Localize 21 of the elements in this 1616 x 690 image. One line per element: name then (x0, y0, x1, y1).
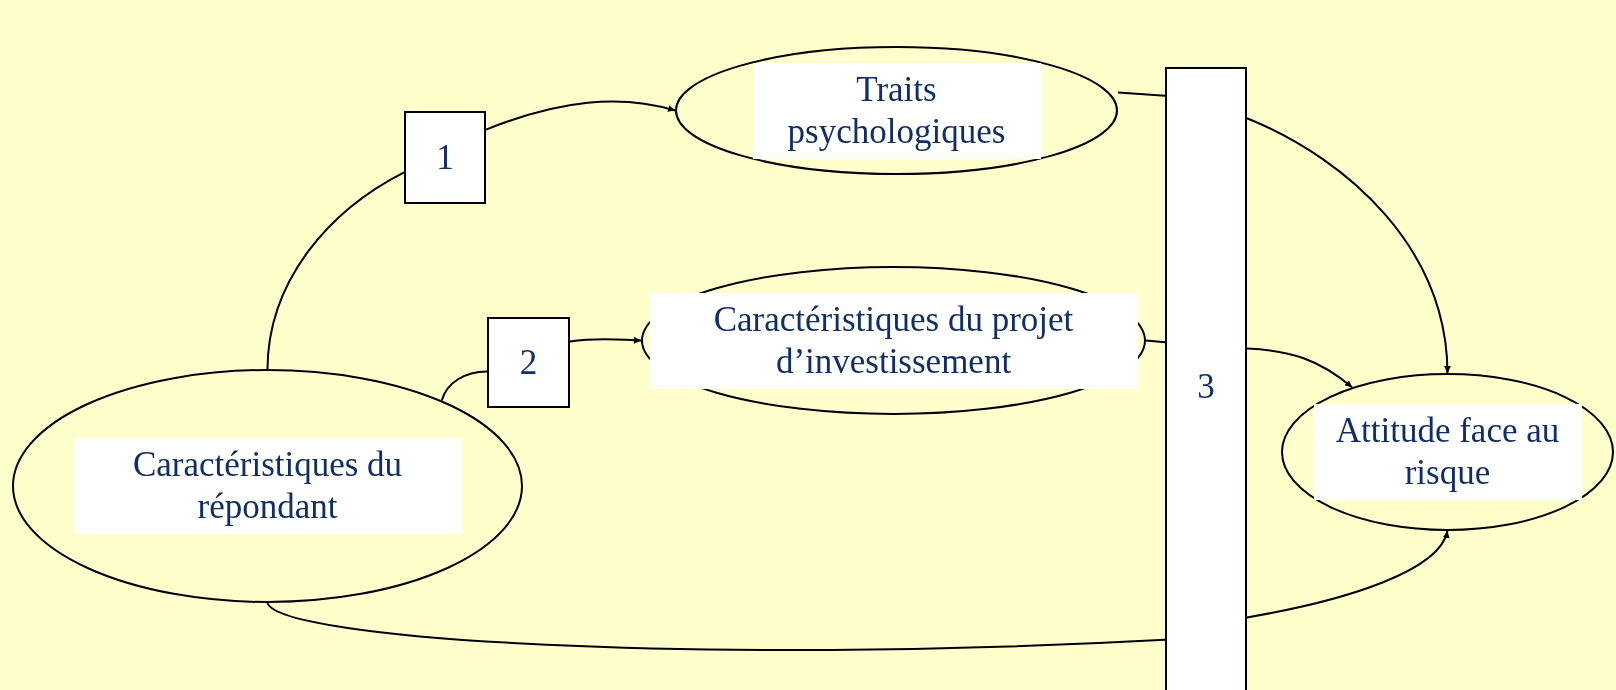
connector-line (266, 602, 1166, 651)
connector-line (1117, 91, 1166, 97)
connector-line (266, 171, 405, 370)
node-label: Traits psychologiques (752, 62, 1041, 159)
node-label: Caractéristiques du répondant (73, 438, 462, 534)
arrow (1246, 347, 1353, 389)
node-label: Caractéristiques du projet d’investissement (649, 292, 1138, 389)
connector-line (1145, 339, 1166, 344)
ellipse-node (12, 369, 523, 603)
arrow (569, 336, 642, 344)
ellipse-node (1281, 373, 1614, 531)
numbered-box (404, 111, 486, 204)
ellipse-node (641, 266, 1146, 415)
ellipse-node (675, 46, 1118, 175)
arrow (485, 100, 676, 131)
arrow (1246, 117, 1451, 374)
arrow (1246, 530, 1449, 619)
numbered-box (487, 317, 570, 408)
numbered-box (1165, 67, 1247, 690)
node-label: Attitude face au risque (1313, 404, 1582, 500)
connector-line (440, 370, 488, 402)
